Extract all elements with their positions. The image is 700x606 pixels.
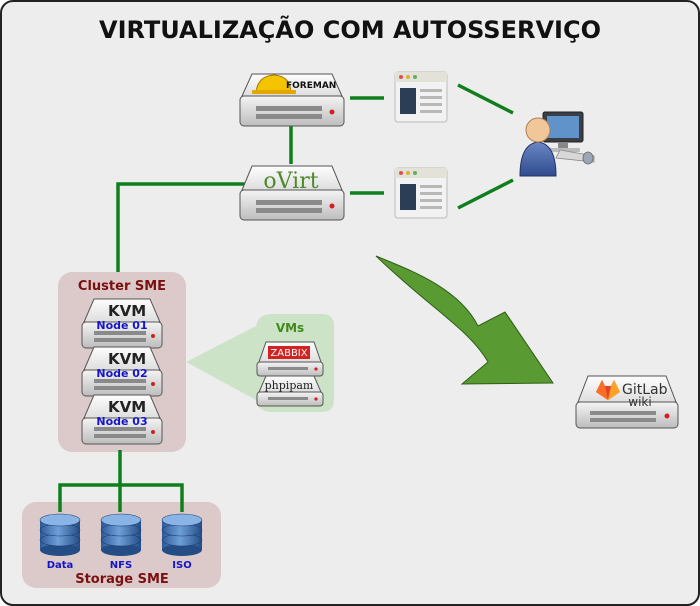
ovirt-server: oVirt [239,165,345,221]
ovirt-label: oVirt [263,169,318,194]
deploy-arrow [375,255,554,385]
kvm-node: KVM Node 03 [81,394,163,445]
browser-window-icon [394,71,448,123]
kvm-brand: KVM [108,302,146,320]
kvm-node: KVM Node 02 [81,346,163,397]
node-label: Node 02 [96,367,147,380]
browser-window-icon [394,167,448,219]
phpipam-vm: phpipam [256,375,324,407]
node-label: Node 03 [96,415,147,428]
storage-title: Storage SME [75,572,169,587]
kvm-brand: KVM [108,398,146,416]
zabbix-vm: ZABBIX [256,341,324,377]
hard-hat-icon [252,74,296,94]
database-icon [39,513,81,556]
database-icon [161,513,203,556]
user-at-computer-icon [519,111,595,177]
cluster-storage-link [58,450,122,512]
storage-label-iso: ISO [172,560,191,571]
ovirt-cluster-link [116,182,245,272]
storage-label-nfs: NFS [110,560,132,571]
storage-label-data: Data [47,560,74,571]
cluster-title: Cluster SME [78,279,166,294]
database-icon [100,513,142,556]
foreman-label: FOREMAN [286,81,336,91]
gitlab-fox-icon [596,380,620,400]
diagram-title: VIRTUALIZAÇÃO COM AUTOSSERVIÇO [99,15,601,44]
vms-title: VMs [276,321,304,335]
node-label: Node 01 [96,319,147,332]
zabbix-label: ZABBIX [270,348,307,359]
gitlab-server: GitLab wiki [575,375,679,429]
gitlab-sublabel: wiki [628,395,651,409]
foreman-server: FOREMAN [239,73,345,127]
kvm-brand: KVM [108,350,146,368]
connections [58,83,514,512]
kvm-node: KVM Node 01 [81,298,163,349]
gitlab-label: GitLab [622,382,668,398]
phpipam-label: phpipam [265,379,314,392]
